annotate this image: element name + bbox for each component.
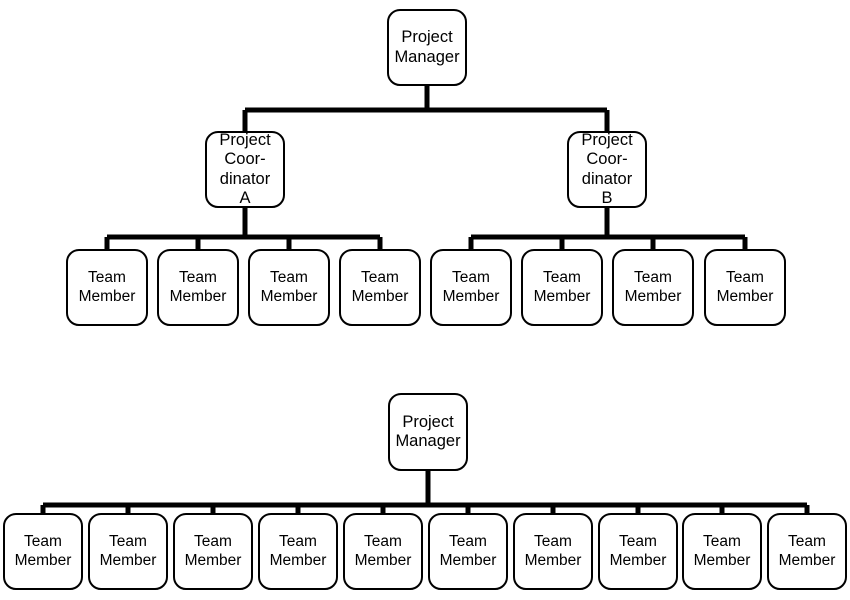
node-label: Team Member: [184, 533, 242, 569]
node-team-member-a4[interactable]: Team Member: [339, 249, 421, 326]
node-label: Project Manager: [395, 412, 461, 450]
node-label: Team Member: [351, 269, 409, 305]
node-label: Project Coor- dinator A: [219, 130, 271, 207]
node-team-member-b3[interactable]: Team Member: [612, 249, 694, 326]
node-team-member-b1[interactable]: Team Member: [430, 249, 512, 326]
node-flat-team-member-10[interactable]: Team Member: [767, 513, 847, 590]
node-flat-team-member-2[interactable]: Team Member: [88, 513, 168, 590]
node-flat-team-member-1[interactable]: Team Member: [3, 513, 83, 590]
node-team-member-a2[interactable]: Team Member: [157, 249, 239, 326]
node-label: Project Manager: [394, 28, 460, 66]
node-label: Team Member: [260, 269, 318, 305]
node-project-manager-flat[interactable]: Project Manager: [388, 393, 468, 471]
node-label: Team Member: [609, 533, 667, 569]
node-flat-team-member-3[interactable]: Team Member: [173, 513, 253, 590]
node-project-manager[interactable]: Project Manager: [387, 9, 467, 86]
node-label: Team Member: [169, 269, 227, 305]
node-label: Team Member: [269, 533, 327, 569]
node-team-member-b4[interactable]: Team Member: [704, 249, 786, 326]
node-flat-team-member-4[interactable]: Team Member: [258, 513, 338, 590]
node-label: Team Member: [524, 533, 582, 569]
node-project-coordinator-a[interactable]: Project Coor- dinator A: [205, 131, 285, 208]
node-project-coordinator-b[interactable]: Project Coor- dinator B: [567, 131, 647, 208]
node-label: Team Member: [354, 533, 412, 569]
node-label: Team Member: [716, 269, 774, 305]
node-flat-team-member-5[interactable]: Team Member: [343, 513, 423, 590]
node-label: Team Member: [442, 269, 500, 305]
node-label: Team Member: [533, 269, 591, 305]
node-flat-team-member-7[interactable]: Team Member: [513, 513, 593, 590]
node-label: Team Member: [778, 533, 836, 569]
node-label: Team Member: [693, 533, 751, 569]
node-label: Team Member: [624, 269, 682, 305]
node-label: Team Member: [78, 269, 136, 305]
node-team-member-a1[interactable]: Team Member: [66, 249, 148, 326]
node-label: Project Coor- dinator B: [581, 130, 633, 207]
node-flat-team-member-8[interactable]: Team Member: [598, 513, 678, 590]
node-label: Team Member: [439, 533, 497, 569]
node-flat-team-member-6[interactable]: Team Member: [428, 513, 508, 590]
node-label: Team Member: [14, 533, 72, 569]
node-label: Team Member: [99, 533, 157, 569]
node-team-member-a3[interactable]: Team Member: [248, 249, 330, 326]
node-flat-team-member-9[interactable]: Team Member: [682, 513, 762, 590]
node-team-member-b2[interactable]: Team Member: [521, 249, 603, 326]
